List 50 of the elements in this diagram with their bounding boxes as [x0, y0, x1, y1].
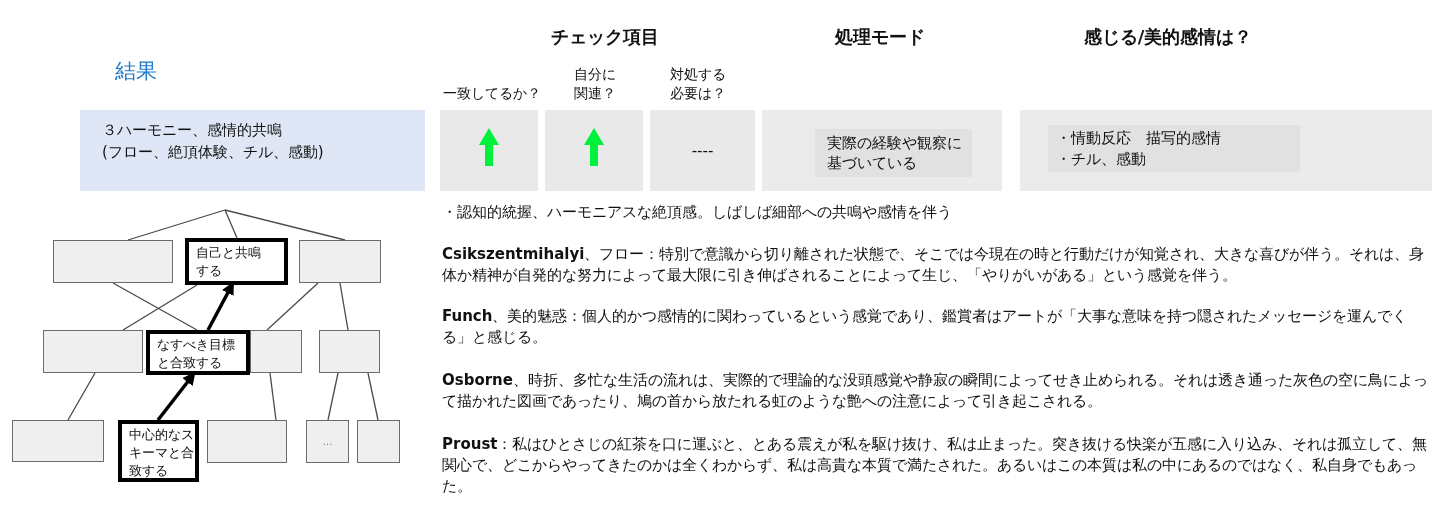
connector-line: [67, 372, 96, 421]
tree-box: [250, 330, 302, 373]
connector-line: [122, 284, 198, 331]
highlighted-box: [185, 238, 288, 285]
highlighted-box: [146, 330, 250, 375]
connector-line: [339, 282, 349, 331]
connector-line: [224, 209, 346, 241]
result-title: ３ハーモニー、感情的共鳴: [102, 120, 282, 141]
check-cell: [440, 110, 538, 191]
box-text: なすべき目標と合致する: [157, 336, 236, 372]
quote-paragraph: Osborne、時折、多忙な生活の流れは、実際的で理論的な没頭感覚や静寂の瞬間によってせき止められる。それは透き通った灰色の空に鳥によって描かれた図画であったり、鳩の首から放たれる虹のような艶への注意によって引き起こされる。: [442, 370, 1429, 412]
dash-mark: ----: [691, 140, 714, 161]
mode-cell: [762, 110, 1002, 191]
connector-line: [266, 282, 319, 331]
column-subheading: 一致してるか？: [443, 84, 541, 102]
bullet-text: ・チル、感動: [1056, 149, 1146, 170]
result-subtitle: (フロー、絶頂体験、チル、感動): [102, 142, 324, 163]
highlighted-box: [118, 420, 199, 482]
connector-line: [327, 372, 339, 421]
connector-line: [112, 282, 198, 331]
result-cell: [80, 110, 425, 191]
tree-box: [306, 420, 349, 463]
tree-box: [43, 330, 143, 373]
box-text: 自己と共鳴する: [196, 244, 262, 280]
ellipsis-text: …: [322, 435, 333, 448]
connector-line: [127, 209, 226, 241]
tree-box: [357, 420, 400, 463]
column-subheading: 自分に関連？: [573, 65, 617, 103]
quote-paragraph: Csikszentmihalyi、フロー：特別で意識から切り離された状態で、そこでは今現在の時と行動だけが知覚され、大きな喜びが伴う。それは、身体か精神が自発的な努力によって最大限に引き伸ばされることによって生じ、「やりがいがある」という感覚を伴う。: [442, 244, 1426, 286]
section-heading: 結果: [115, 58, 157, 85]
tree-box: [299, 240, 381, 283]
connector-line: [269, 372, 277, 421]
column-heading: 処理モード: [835, 25, 925, 48]
box-text: 実際の経験や観察に基づいている: [827, 133, 963, 173]
box-text: 中心的なスキーマと合致する: [129, 426, 195, 480]
column-heading: チェック項目: [551, 25, 659, 48]
quote-paragraph: Funch、美的魅惑：個人的かつ感情的に関わっているという感覚であり、鑑賞者はアートが「大事な意味を持つ隠されたメッセージを運んでくる」と感じる。: [442, 306, 1409, 348]
tree-box: [319, 330, 380, 373]
tree-box: [207, 420, 287, 463]
connector-line: [224, 209, 238, 239]
tree-box: [53, 240, 173, 283]
quote-paragraph: Proust：私はひとさじの紅茶を口に運ぶと、とある震えが私を駆け抜け、私は止まった。突き抜ける快楽が五感に入り込み、それは孤立して、無関心で、どこからやってきたのかは全くわからず、私は高貴な本質で満たされた。あるいはこの本質は私の中にあるのではなく、私自身でもあった。: [442, 434, 1429, 497]
connector-line: [367, 372, 379, 421]
column-subheading: 対処する必要は？: [669, 65, 727, 103]
check-cell: [545, 110, 643, 191]
note-text: ・認知的統握、ハーモニアスな絶頂感。しばしば細部への共鳴や感情を伴う: [442, 202, 952, 223]
column-heading: 感じる/美的感情は？: [1083, 25, 1253, 48]
emotion-cell: [1020, 110, 1432, 191]
bullet-text: ・情動反応 描写的感情: [1056, 128, 1221, 149]
tree-box: [12, 420, 104, 462]
